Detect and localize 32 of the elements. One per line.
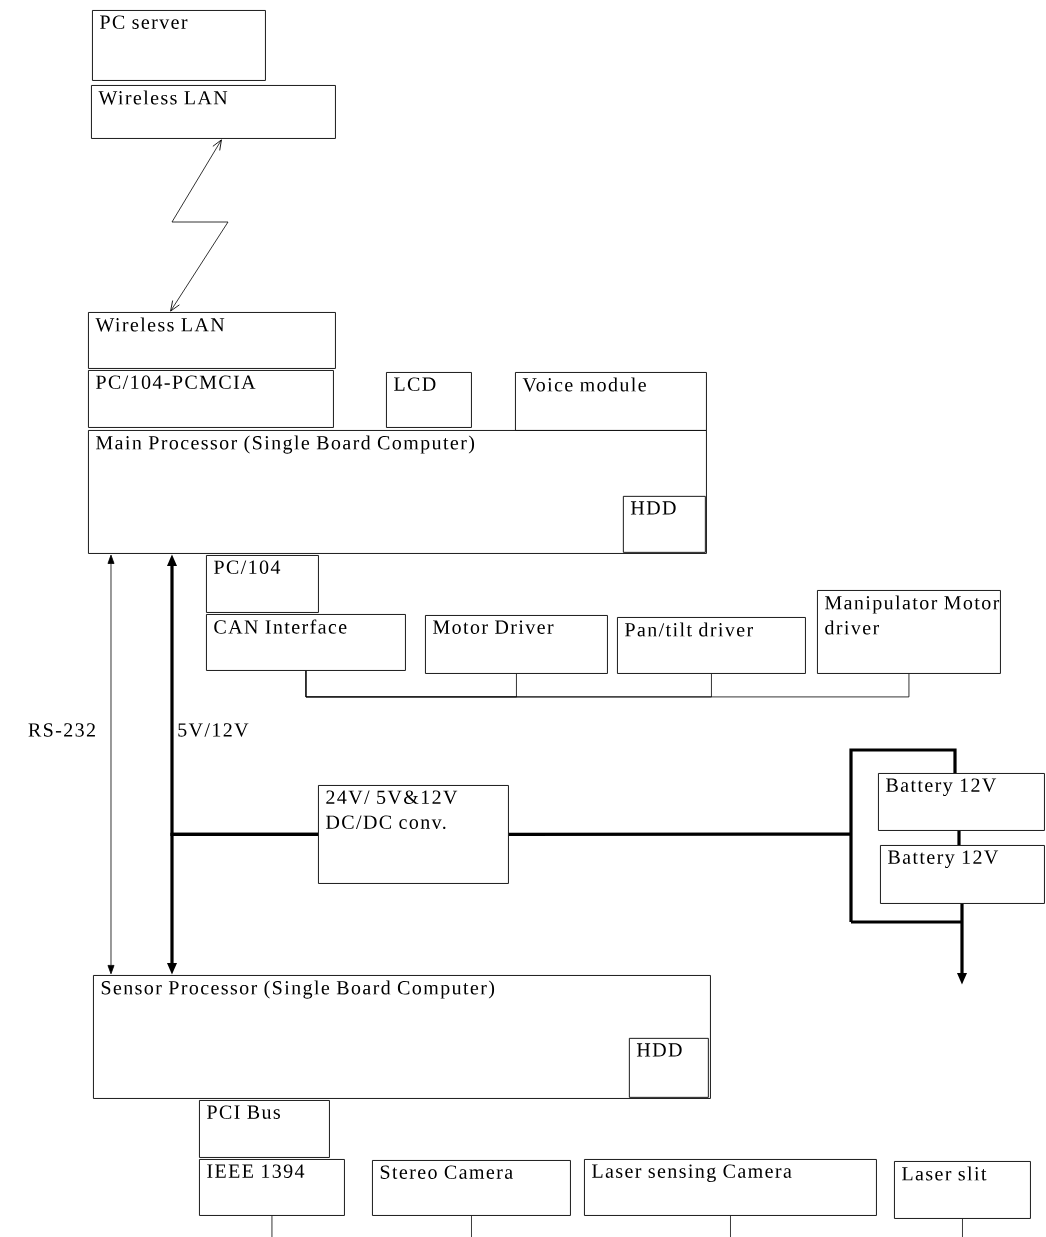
edge-label: RS-232 [26, 722, 98, 738]
process-box: HDD [622, 495, 706, 553]
process-box: Manipulator Motor driver [817, 590, 1001, 674]
connector-line [305, 670, 910, 698]
process-box: LCD [386, 372, 472, 428]
process-box: CAN Interface [206, 614, 406, 671]
process-box: Motor Driver [425, 615, 608, 674]
connector-line [507, 748, 957, 924]
process-box: 24V/ 5V&12V DC/DC conv. [318, 785, 509, 884]
arrow [170, 139, 229, 312]
connector-line [730, 1215, 731, 1237]
connector-line [962, 1218, 963, 1237]
process-box: Voice module [515, 372, 707, 431]
edge-label: 5V/12V [176, 722, 250, 738]
process-box: Laser slit [894, 1161, 1031, 1219]
process-box: HDD [628, 1037, 709, 1098]
process-box: PC/104-PCMCIA [88, 370, 334, 428]
process-box: PC/104 [206, 555, 319, 613]
arrow [107, 554, 115, 975]
process-box: Wireless LAN [91, 85, 336, 139]
process-box: Wireless LAN [88, 312, 336, 369]
process-box: PC server [92, 10, 266, 81]
process-box: Battery 12V [880, 845, 1045, 904]
connector-line [271, 1215, 273, 1237]
process-box: Stereo Camera [372, 1160, 571, 1216]
process-box: IEEE 1394 [199, 1159, 345, 1216]
process-box: Pan/tilt driver [617, 617, 806, 674]
connector-line [471, 1215, 472, 1237]
connector-line [957, 830, 961, 845]
process-box: Laser sensing Camera [584, 1159, 877, 1216]
process-box: Battery 12V [878, 773, 1045, 831]
process-box: PCI Bus [199, 1100, 330, 1158]
